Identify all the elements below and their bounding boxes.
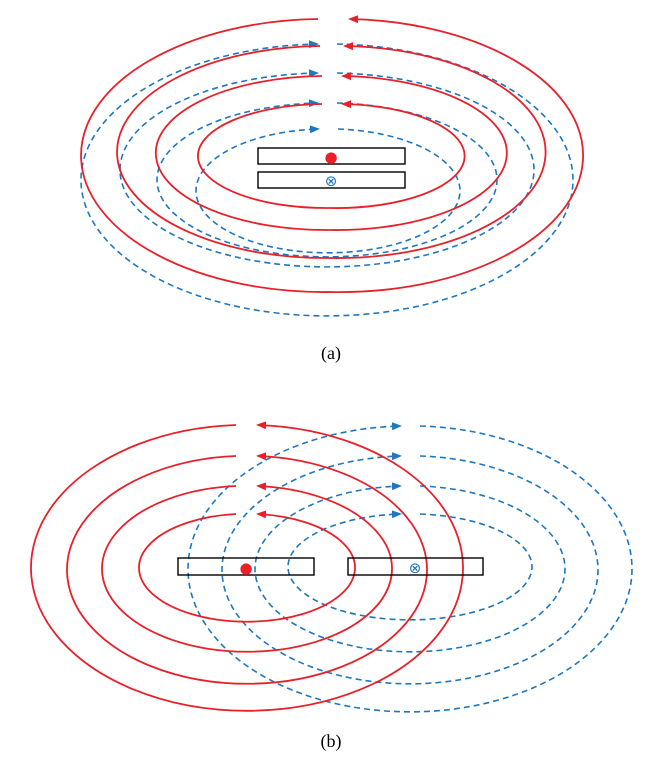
panel-a-solid-loop-4: [80, 15, 584, 294]
panel-b: [30, 421, 633, 713]
panel-a-caption: (a): [321, 343, 341, 363]
panel-a: [80, 15, 584, 317]
panel-b-dashed-loop-4: [187, 422, 633, 713]
panel-a-dashed-loop-4: [80, 40, 574, 317]
panel-b-solid-loop-1: [138, 510, 356, 623]
panel-b-solid-loop-2: [101, 482, 393, 653]
panel-b-dashed-field-lines: [187, 422, 633, 713]
panel-a-solid-loop-2: [154, 72, 508, 231]
panel-b-solid-field-lines: [30, 421, 464, 712]
panel-a-dashed-field-lines: [80, 40, 574, 317]
panel-a-solid-loop-3: [116, 42, 547, 259]
panel-b-solid-loop-3: [66, 452, 428, 685]
panel-b-caption: (b): [320, 731, 342, 751]
panel-b-solid-loop-4: [30, 421, 464, 712]
panel-a-solid-field-lines: [80, 15, 584, 294]
panel-b-current-in-cross-icon: ⊗: [409, 559, 422, 577]
panel-a-conductor-top: [257, 147, 406, 165]
panel-b-conductor-right: [347, 557, 484, 576]
panel-b-dashed-loop-3: [221, 452, 599, 685]
panel-b-current-out-dot-icon: ●: [239, 559, 252, 577]
panel-a-current-in-cross-icon: ⊗: [325, 172, 338, 190]
panel-b-dashed-loop-1: [287, 510, 533, 621]
panel-a-conductor-bottom: [257, 171, 406, 189]
panel-a-current-out-dot-icon: ●: [324, 148, 337, 166]
panel-a-dashed-loop-1: [195, 125, 461, 254]
panel-a-dashed-loop-2: [156, 99, 498, 258]
panel-b-dashed-loop-2: [254, 482, 566, 653]
panel-b-conductor-left: [177, 557, 315, 576]
panel-a-dashed-loop-3: [119, 69, 535, 268]
panel-a-solid-loop-1: [197, 100, 466, 209]
